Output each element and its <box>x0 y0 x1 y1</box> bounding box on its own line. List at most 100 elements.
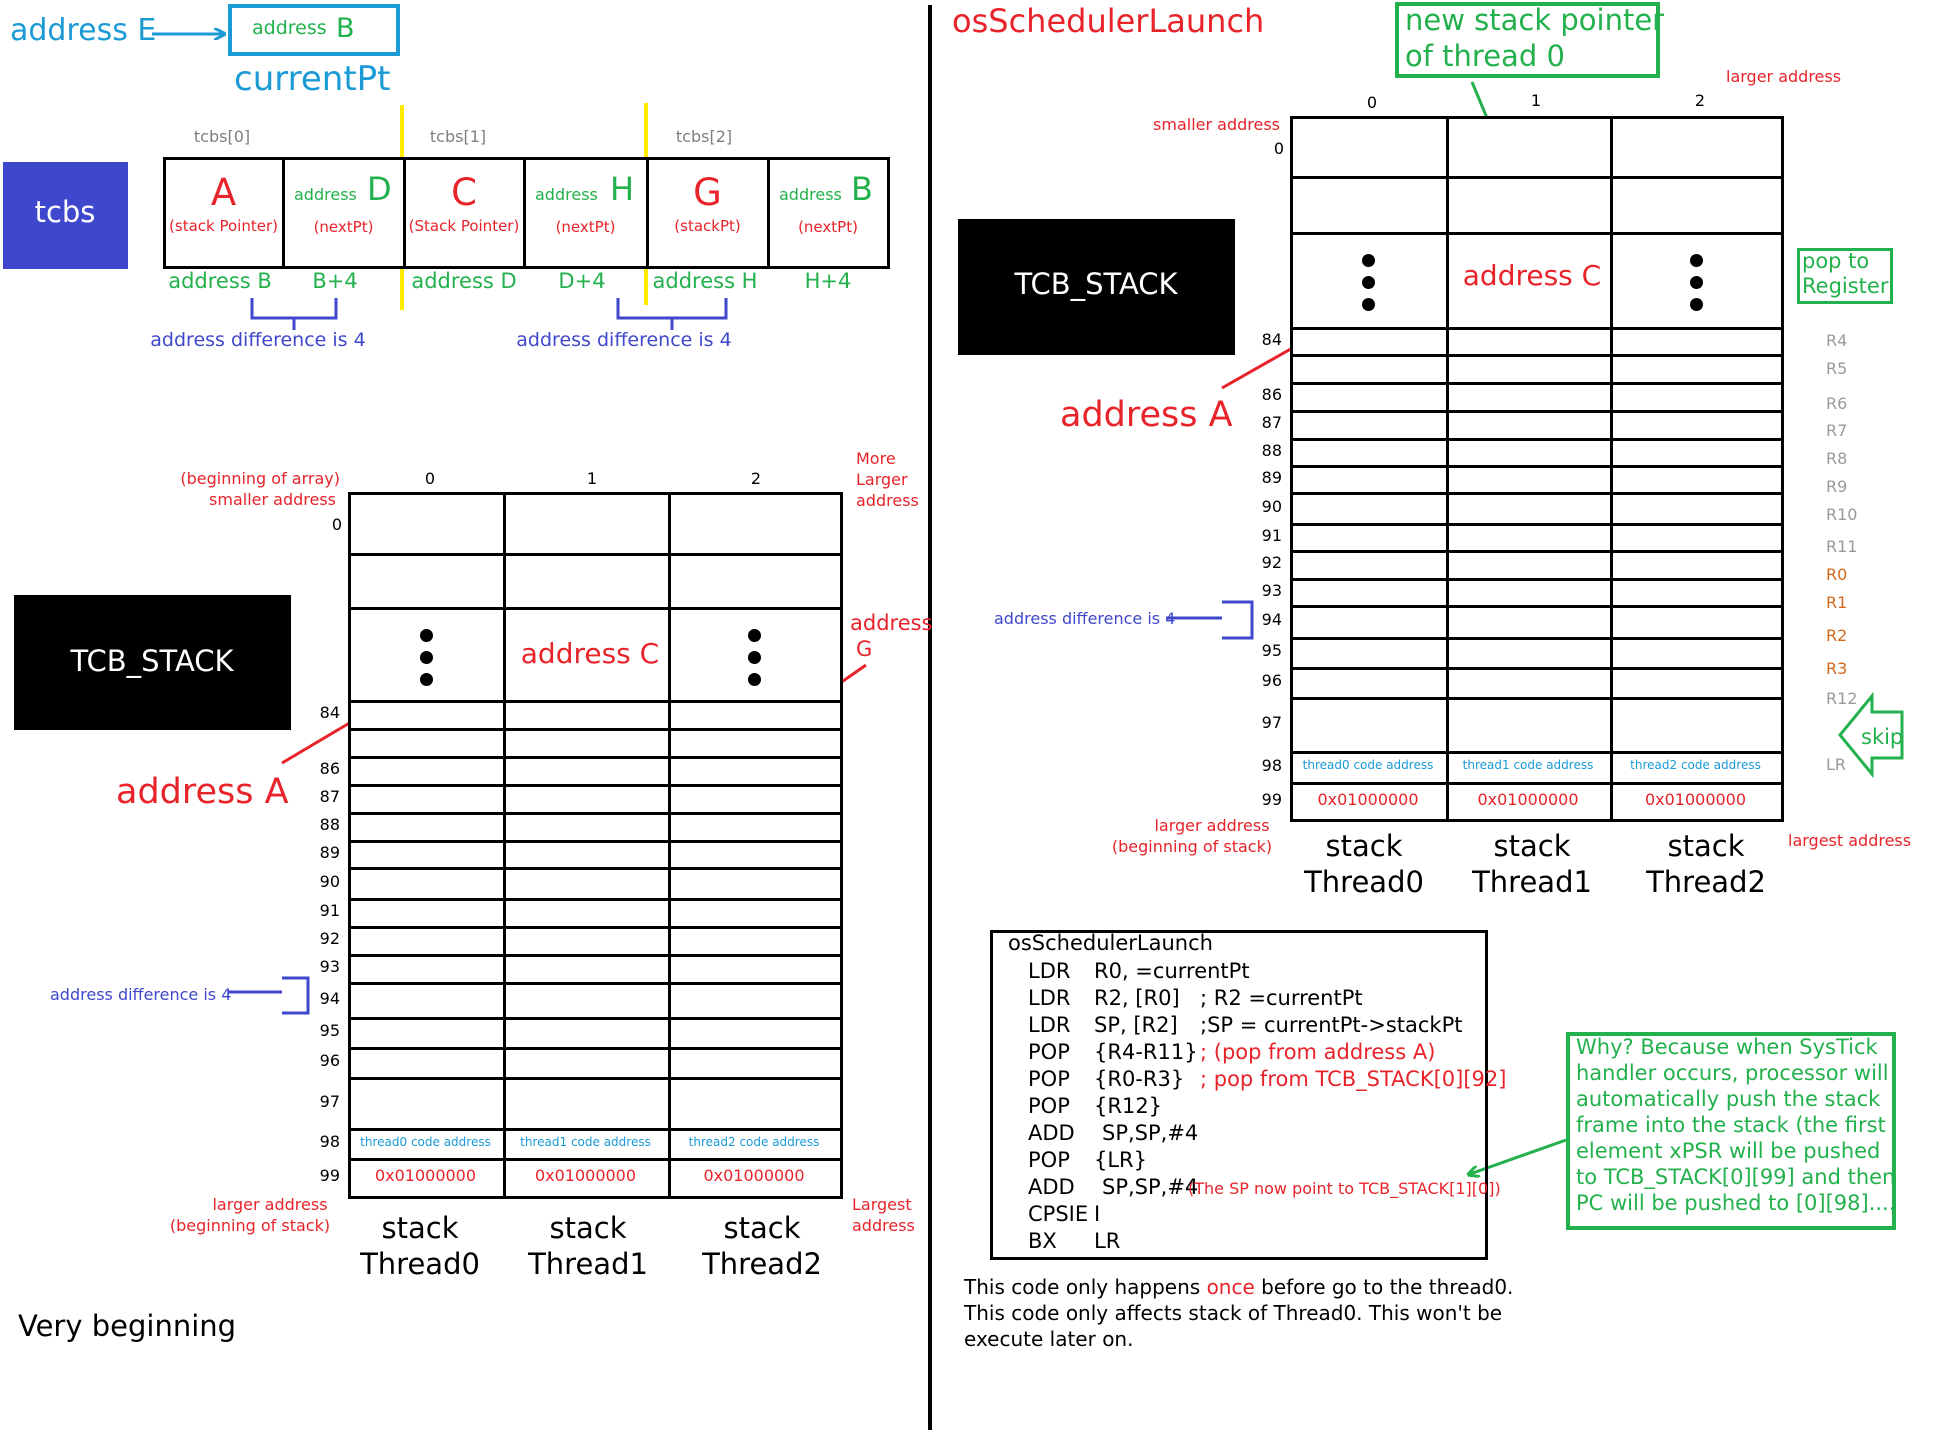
stack-cell <box>1290 410 1449 441</box>
stack-cell <box>348 898 506 929</box>
tcb-cell-prefix: address <box>535 185 598 204</box>
code-op: BX <box>1028 1229 1057 1253</box>
code-arg: SP, [R2] <box>1094 1013 1178 1037</box>
register-label: R3 <box>1826 659 1848 678</box>
register-label: R9 <box>1826 477 1848 496</box>
tcb-header: tcbs[2] <box>675 127 733 146</box>
larger-address-label: larger address <box>1726 67 1842 86</box>
largest-address-label: address <box>852 1216 915 1235</box>
more-larger-label: More <box>856 449 896 468</box>
largest-address-label: largest address <box>1788 831 1912 850</box>
row-index: 97 <box>319 1091 340 1111</box>
beginning-of-stack-label: (beginning of stack) <box>169 1216 331 1235</box>
register-label: R12 <box>1826 689 1858 708</box>
code-arg: {R4-R11} <box>1094 1040 1198 1064</box>
code-arg: R2, [R0] <box>1094 986 1180 1010</box>
tcb-header: tcbs[0] <box>193 127 251 146</box>
code-address-cell: thread2 code address <box>1630 758 1761 772</box>
current-pt-box-prefix: address <box>252 17 327 39</box>
stack-cell <box>503 840 671 870</box>
stack-cell <box>503 867 671 901</box>
register-label: R1 <box>1826 593 1848 612</box>
stack-cell <box>503 1158 671 1199</box>
stack-cell <box>1290 523 1449 553</box>
code-arg: LR <box>1094 1229 1121 1253</box>
row-index: 94 <box>319 988 340 1008</box>
why-text: Why? Because when SysTick <box>1576 1035 1878 1059</box>
stack-cell <box>348 840 506 870</box>
ellipsis-dot <box>748 629 761 642</box>
stack-cell <box>668 954 843 985</box>
row-index: 87 <box>1261 413 1282 432</box>
stack-cell <box>503 898 671 929</box>
tcb-header: tcbs[1] <box>429 127 487 146</box>
stack-cell <box>348 1077 506 1131</box>
register-label: R6 <box>1826 394 1848 413</box>
stack-cell <box>1290 667 1449 700</box>
thread-label: Thread2 <box>1646 865 1766 899</box>
column-index: 2 <box>1694 91 1706 110</box>
stack-cell <box>1290 578 1449 608</box>
bracket <box>250 298 338 330</box>
stack-cell <box>668 1158 843 1199</box>
code-note-part: This code only happens <box>964 1275 1207 1299</box>
register-label: R11 <box>1826 537 1858 556</box>
row-index: 0 <box>1273 139 1284 158</box>
tcb-stack-label: TCB_STACK <box>1014 267 1178 301</box>
tcb-cell-sub: (stack Pointer) <box>169 217 278 235</box>
thread-label: Thread1 <box>528 1247 648 1281</box>
stack-cell <box>503 926 671 957</box>
page-title: osSchedulerLaunch <box>952 2 1265 40</box>
row-index: 99 <box>1261 789 1282 809</box>
tcb-cell <box>646 157 770 269</box>
column-index: 1 <box>1530 91 1542 110</box>
psr-value-cell: 0x01000000 <box>1477 790 1579 809</box>
stack-cell <box>668 867 843 901</box>
row-index: 91 <box>1261 525 1282 545</box>
bracket <box>616 298 728 330</box>
more-larger-label: address <box>856 491 919 510</box>
code-note: This code only happens once before go to… <box>964 1276 1513 1298</box>
pop-to-register-label: pop to <box>1802 249 1870 273</box>
stack-cell <box>668 784 843 815</box>
address-diff-label: address difference is 4 <box>994 609 1176 628</box>
code-address-cell: thread2 code address <box>688 1135 820 1149</box>
register-label: R8 <box>1826 449 1848 468</box>
psr-value-cell: 0x01000000 <box>1317 790 1419 809</box>
code-arg: SP,SP,#4 <box>1102 1121 1199 1145</box>
stack-cell <box>1290 176 1449 235</box>
tcb-cell-sub: (Stack Pointer) <box>408 217 520 235</box>
stack-cell <box>1610 605 1784 640</box>
stack-cell <box>1446 465 1613 495</box>
stack-cell <box>1610 637 1784 670</box>
stack-cell <box>503 728 671 759</box>
tcb-address-label: address H <box>652 269 758 293</box>
stack-cell <box>1290 327 1449 357</box>
stack-cell <box>1610 354 1784 385</box>
largest-address-label: Largest <box>852 1195 912 1214</box>
tcb-cell <box>282 157 406 269</box>
thread-label: Thread0 <box>1304 865 1424 899</box>
stack-cell <box>668 553 843 610</box>
column-index: 2 <box>750 469 762 488</box>
stack-cell <box>1610 410 1784 441</box>
code-arg: R0, =currentPt <box>1094 959 1250 983</box>
ellipsis-dot <box>1689 298 1703 311</box>
stack-cell <box>348 728 506 759</box>
current-pt-box <box>228 4 400 56</box>
why-text: automatically push the stack <box>1576 1087 1881 1111</box>
stack-cell <box>1446 354 1613 385</box>
why-text: PC will be pushed to [0][98].... <box>1576 1191 1896 1215</box>
caption-very-beginning: Very beginning <box>18 1309 237 1343</box>
ellipsis-dot <box>1362 276 1375 289</box>
stack-label: stack <box>1667 829 1745 863</box>
stack-cell <box>1290 465 1449 495</box>
larger-address-label: larger address <box>212 1195 328 1214</box>
code-op: ADD <box>1028 1175 1075 1199</box>
current-pt-box-letter: B <box>336 13 355 44</box>
column-index: 0 <box>424 469 436 488</box>
ellipsis-dot <box>419 651 433 664</box>
code-address-cell: thread1 code address <box>520 1135 651 1149</box>
address-diff-label: address difference is 4 <box>516 329 732 351</box>
tcb-cell <box>403 157 526 269</box>
